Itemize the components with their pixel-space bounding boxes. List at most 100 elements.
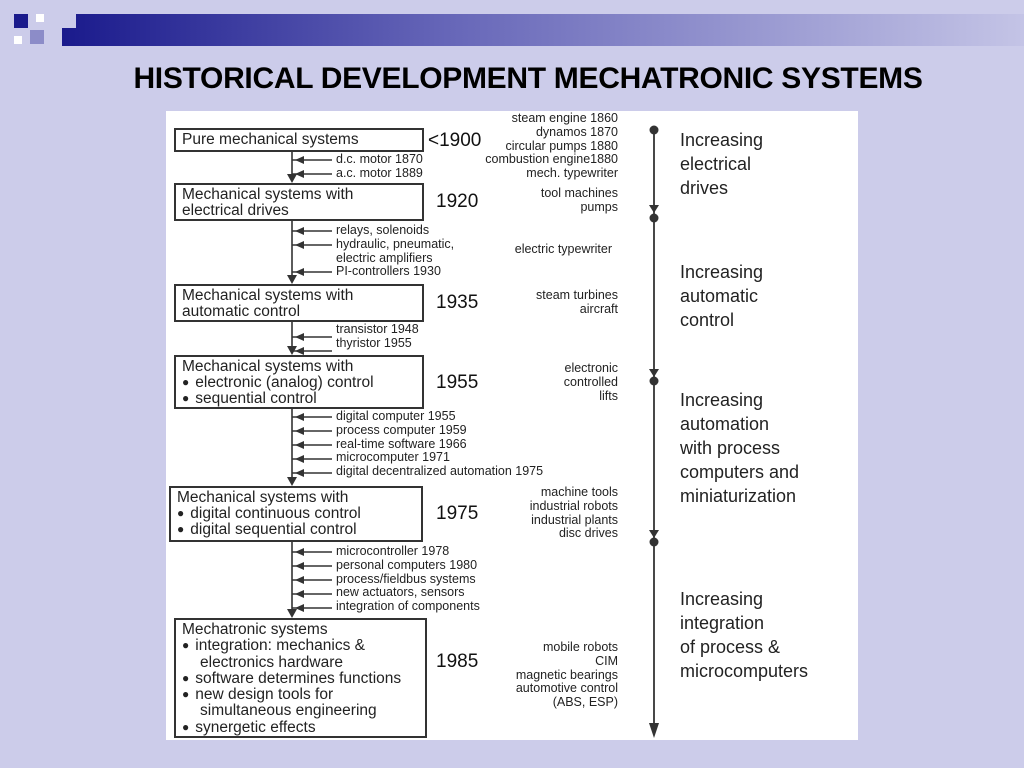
stage-heading: Pure mechanical systems — [182, 131, 359, 148]
timeline-marker — [649, 376, 659, 386]
corner-square-light — [30, 30, 44, 44]
stage-bullet: digital sequential control — [177, 522, 415, 538]
example-item: steam engine 1860 — [511, 111, 618, 125]
stage-heading: Mechanical systems with — [182, 186, 354, 203]
arrow-down-icon — [287, 477, 297, 486]
input-item: microcontroller 1978 — [336, 544, 450, 558]
stage-heading: Mechanical systems with — [182, 287, 354, 304]
input-item: d.c. motor 1870 — [336, 152, 423, 166]
examples-3: steam turbines aircraft — [536, 288, 618, 317]
arrow-left-icon — [295, 562, 304, 570]
stage-year: 1920 — [436, 191, 479, 212]
phase-line: integration — [680, 613, 765, 633]
input-group-1: d.c. motor 1870 a.c. motor 1889 — [336, 152, 423, 181]
stage-heading-line2: automatic control — [182, 303, 301, 320]
phase-line: electrical — [680, 154, 752, 174]
input-group-4: digital computer 1955 process computer 1… — [336, 409, 544, 479]
arrow-left-icon — [295, 170, 304, 178]
corner-square-small — [14, 36, 22, 44]
example-item: electronic — [564, 361, 619, 375]
example-item: automotive control — [515, 681, 618, 696]
input-item: hydraulic, pneumatic, — [336, 236, 455, 251]
examples-6: mobile robots CIM magnetic bearings auto… — [515, 640, 618, 710]
input-item: thyristor 1955 — [336, 335, 412, 350]
input-item: transistor 1948 — [336, 322, 419, 336]
stage-box-4: Mechanical systems with electronic (anal… — [174, 355, 424, 409]
stage-year: 1935 — [436, 292, 479, 313]
arrow-left-icon — [295, 347, 304, 355]
stage-heading-line2: electrical drives — [182, 202, 289, 219]
arrow-left-icon — [295, 241, 304, 249]
stage-bullet: digital continuous control — [177, 506, 415, 522]
phase-4: Increasing integration of process & micr… — [680, 587, 808, 683]
example-item: industrial plants — [531, 512, 618, 527]
corner-square-dark — [14, 14, 28, 28]
example-item: magnetic bearings — [515, 667, 618, 682]
example-item: pumps — [580, 199, 618, 214]
examples-1: steam engine 1860 dynamos 1870 circular … — [485, 111, 618, 181]
input-item: real-time software 1966 — [336, 436, 467, 451]
phase-line: miniaturization — [680, 486, 797, 506]
arrow-down-icon — [287, 275, 297, 284]
arrow-down-icon — [287, 174, 297, 183]
example-item: mobile robots — [542, 640, 618, 654]
example-item: combustion engine1880 — [485, 152, 618, 167]
stage-box-5: Mechanical systems with digital continuo… — [169, 486, 423, 542]
stage-year: 1975 — [436, 503, 479, 524]
stage-bullet: synergetic effects — [182, 719, 419, 736]
timeline-marker — [649, 537, 659, 547]
timeline-marker — [649, 125, 659, 135]
stage-box-1: Pure mechanical systems — [174, 128, 424, 152]
extra-example: electric typewriter — [515, 242, 612, 257]
input-item: integration of components — [336, 599, 480, 614]
title-bar-notch — [62, 14, 76, 28]
phase-line: Increasing — [680, 390, 764, 410]
stage-box-6: Mechatronic systems integration: mechani… — [174, 618, 427, 738]
example-item: disc drives — [558, 526, 618, 541]
stage-bullet: sequential control — [182, 391, 416, 407]
stage-year: <1900 — [428, 130, 482, 151]
arrow-left-icon — [295, 427, 304, 435]
phase-line: Increasing — [680, 589, 764, 609]
input-item: a.c. motor 1889 — [336, 165, 423, 180]
slide-title: HISTORICAL DEVELOPMENT MECHATRONIC SYSTE… — [133, 62, 923, 95]
stage-box-2: Mechanical systems with electrical drive… — [174, 183, 424, 221]
input-group-2: relays, solenoids hydraulic, pneumatic, … — [336, 223, 455, 279]
input-group-5: microcontroller 1978 personal computers … — [336, 544, 480, 614]
timeline-diagram: Pure mechanical systems Mechanical syste… — [166, 111, 858, 740]
stage-heading: Mechanical systems with — [182, 358, 354, 375]
arrow-down-icon — [287, 609, 297, 618]
input-item: PI-controllers 1930 — [336, 264, 441, 279]
phase-3: Increasing automation with process compu… — [680, 388, 799, 508]
examples-2: tool machines pumps — [541, 186, 618, 215]
arrow-left-icon — [295, 333, 304, 341]
stage-year: 1955 — [436, 372, 479, 393]
example-item: mech. typewriter — [526, 166, 618, 181]
stage-heading: Mechanical systems with — [177, 489, 349, 506]
stage-bullet: electronic (analog) control — [182, 375, 416, 391]
phase-1: Increasing electrical drives — [680, 128, 763, 200]
input-item: digital decentralized automation 1975 — [336, 464, 544, 479]
stage-box-3: Mechanical systems with automatic contro… — [174, 284, 424, 322]
example-item: machine tools — [540, 485, 618, 499]
phase-line: automatic — [680, 286, 759, 306]
arrow-down-icon — [649, 530, 659, 538]
phase-line: control — [680, 310, 735, 330]
input-item: digital computer 1955 — [336, 409, 456, 423]
stage-heading: Mechatronic systems — [182, 621, 328, 638]
example-item: CIM — [595, 653, 618, 668]
phase-line: computers and — [680, 462, 800, 482]
arrow-left-icon — [295, 548, 304, 556]
arrow-left-icon — [295, 455, 304, 463]
stage-bullet-continuation: simultaneous engineering — [200, 702, 377, 720]
input-item: relays, solenoids — [336, 223, 430, 237]
phase-line: drives — [680, 178, 729, 198]
example-item: aircraft — [579, 301, 618, 316]
input-group-3: transistor 1948 thyristor 1955 — [336, 322, 419, 351]
input-item: electric amplifiers — [336, 250, 433, 265]
connector-lines — [287, 125, 659, 738]
arrow-down-icon — [649, 723, 659, 738]
example-item: (ABS, ESP) — [552, 695, 618, 710]
arrow-left-icon — [295, 413, 304, 421]
stage-bullet-continuation: electronics hardware — [200, 653, 344, 671]
